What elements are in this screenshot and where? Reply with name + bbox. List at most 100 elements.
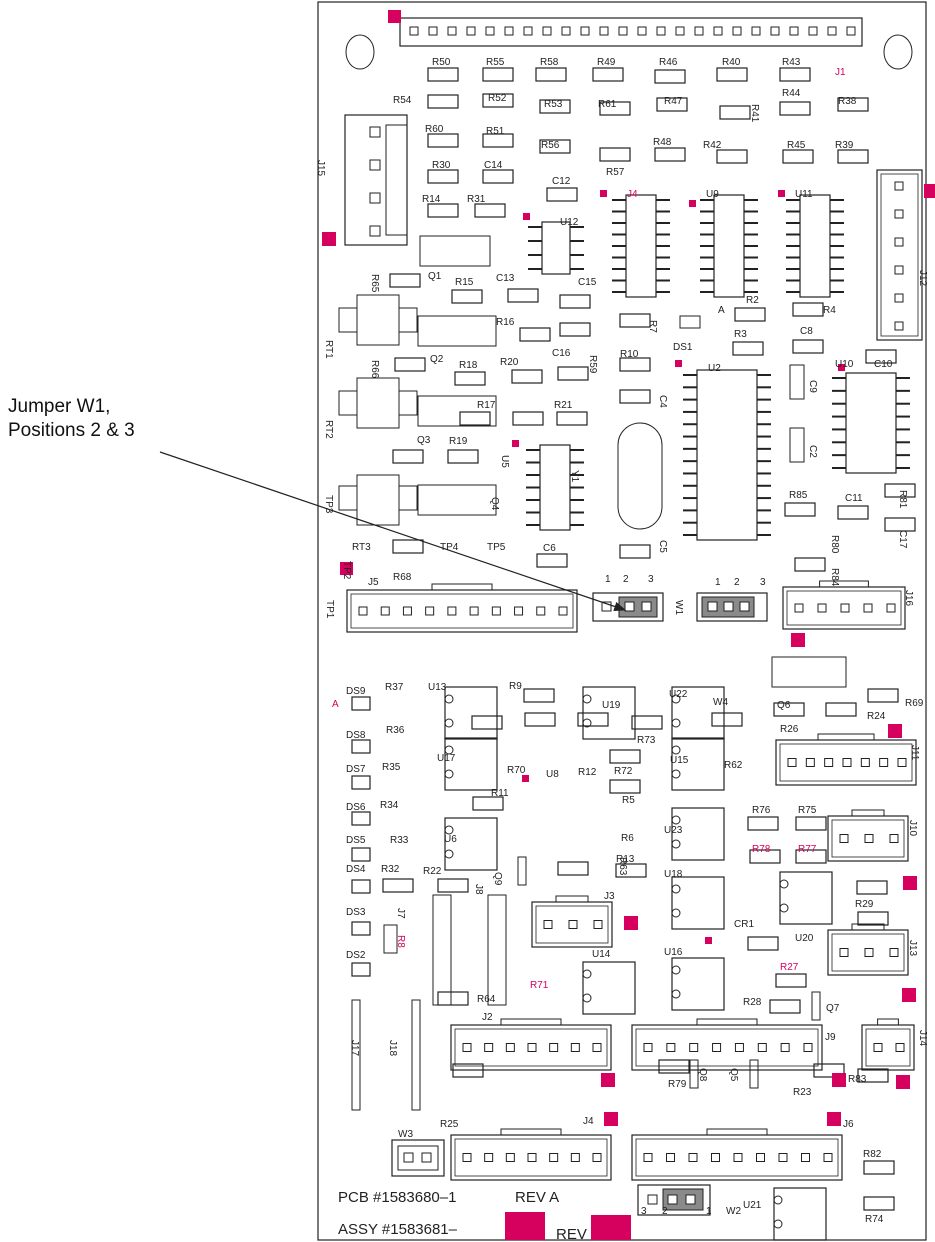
optocoupler-pin — [671, 769, 681, 779]
label-r76: R76 — [752, 805, 771, 816]
connector-latch — [431, 583, 493, 591]
highlight-square — [705, 937, 712, 944]
two-terminal-part — [394, 357, 426, 372]
connector-latch — [817, 733, 875, 741]
led — [351, 739, 371, 754]
resistor-r8 — [383, 924, 398, 954]
mounting-hole-left — [345, 34, 375, 70]
label-u17: U17 — [437, 753, 456, 764]
optocoupler-pin — [779, 879, 789, 889]
ic-u5 — [539, 444, 571, 531]
j1-pin — [656, 26, 666, 36]
connector-j10-inner — [831, 819, 905, 858]
connector-latch — [851, 923, 885, 931]
connector-pin — [889, 948, 899, 957]
connector-pin — [894, 181, 904, 191]
connector-pin — [462, 1043, 472, 1052]
connector-pin — [666, 1043, 676, 1052]
label-r3: R3 — [734, 329, 747, 340]
label-u6: U6 — [444, 834, 457, 845]
transistor-q6 — [771, 656, 847, 688]
j1-pin — [447, 26, 457, 36]
two-terminal-part — [482, 169, 514, 184]
two-terminal-part — [556, 411, 588, 426]
label-r27: R27 — [780, 962, 799, 973]
label-c15: C15 — [578, 277, 597, 288]
j1-pin — [542, 26, 552, 36]
label-r26: R26 — [780, 724, 799, 735]
label-r38: R38 — [838, 96, 857, 107]
label-u19: U19 — [602, 700, 621, 711]
label-r29: R29 — [855, 899, 874, 910]
optocoupler — [671, 686, 725, 740]
two-terminal-part — [523, 688, 555, 703]
j1-pin — [618, 26, 628, 36]
connector-pin — [824, 758, 834, 767]
callout-line-1: Jumper W1, — [8, 396, 111, 417]
connector-j6-inner — [635, 1138, 839, 1177]
connector-pin — [543, 920, 553, 929]
connector-j2-inner — [454, 1028, 608, 1067]
optocoupler-pin — [582, 969, 592, 979]
connector-latch — [706, 1128, 768, 1136]
connector-latch — [877, 1018, 899, 1026]
label-r43: R43 — [782, 57, 801, 68]
connector-pin — [842, 758, 852, 767]
label-c9: C9 — [807, 380, 818, 393]
connector-pin — [803, 1043, 813, 1052]
connector-pin — [794, 603, 804, 613]
connector-pin — [873, 1043, 883, 1052]
two-terminal-part — [795, 849, 827, 864]
label-w3: W3 — [398, 1129, 413, 1140]
highlight-square — [827, 1112, 841, 1126]
connector-pin — [527, 1153, 537, 1162]
label-2: 2 — [734, 577, 740, 588]
label-1: 1 — [715, 577, 721, 588]
opto-couplers — [444, 686, 833, 1241]
two-terminal-part — [427, 133, 459, 148]
two-terminal-part — [863, 1196, 895, 1211]
connector-pin — [894, 265, 904, 275]
small-part — [679, 315, 701, 329]
label-j10: J10 — [907, 820, 918, 837]
two-terminal-part — [427, 203, 459, 218]
highlight-square — [600, 190, 607, 197]
label-r65: R65 — [369, 274, 380, 293]
two-terminal-part — [437, 991, 469, 1006]
small-transistor — [749, 1059, 759, 1089]
label-r73: R73 — [637, 735, 656, 746]
connector-j15-pin — [369, 192, 381, 204]
ic-u2 — [696, 369, 758, 541]
label-q7: Q7 — [826, 1003, 840, 1014]
label-u5: U5 — [499, 455, 510, 468]
j1-pin — [561, 26, 571, 36]
two-terminal-part — [837, 505, 869, 520]
highlight-square — [604, 1112, 618, 1126]
label-u18: U18 — [664, 869, 683, 880]
label-u20: U20 — [795, 933, 814, 944]
label-r79: R79 — [668, 1079, 687, 1090]
connector-pin — [689, 1043, 699, 1052]
connector-latch — [851, 809, 885, 817]
label-r5: R5 — [622, 795, 635, 806]
label-r8: R8 — [395, 935, 406, 948]
label-r77: R77 — [798, 844, 817, 855]
label-u21: U21 — [743, 1200, 762, 1211]
label-w4: W4 — [713, 697, 728, 708]
connector-pin — [895, 1043, 905, 1052]
label-r35: R35 — [382, 762, 401, 773]
label-r74: R74 — [865, 1214, 884, 1225]
connector-j2 — [450, 1024, 612, 1071]
two-terminal-part — [656, 97, 688, 112]
two-terminal-part — [837, 149, 869, 164]
connector-pin — [491, 606, 501, 616]
optocoupler-pin — [671, 884, 681, 894]
label-r49: R49 — [597, 57, 616, 68]
label-r31: R31 — [467, 194, 486, 205]
two-terminal-part — [794, 557, 826, 572]
optocoupler — [779, 871, 833, 925]
assembly-number: ASSY #1583681– — [338, 1221, 458, 1238]
label-ds5: DS5 — [346, 835, 366, 846]
label-ds8: DS8 — [346, 730, 366, 741]
highlight-square — [340, 562, 353, 575]
